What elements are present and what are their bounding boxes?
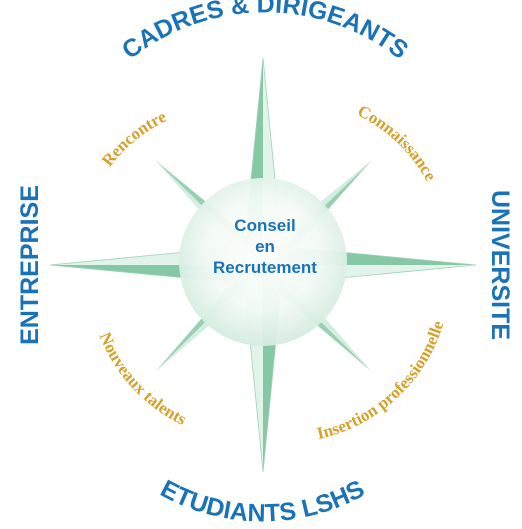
- label-nouveaux-talents: Nouveaux talents: [95, 329, 189, 429]
- center-line-2: en: [255, 237, 275, 256]
- center-line-3: Recrutement: [213, 258, 317, 277]
- label-bottom-etudiants: ETUDIANTS LSHS: [156, 475, 369, 528]
- center-label: Conseil en Recrutement: [195, 215, 335, 278]
- label-left-entreprise: ENTREPRISE: [16, 185, 44, 345]
- center-line-1: Conseil: [234, 216, 296, 235]
- label-rencontre: Rencontre: [98, 107, 170, 170]
- label-connaissance: Connaissance: [355, 101, 441, 184]
- center-hub: [179, 178, 347, 346]
- label-top-cadres: CADRES & DIRIGEANTS: [117, 0, 414, 65]
- label-right-universite: UNIVERSITE: [486, 190, 514, 340]
